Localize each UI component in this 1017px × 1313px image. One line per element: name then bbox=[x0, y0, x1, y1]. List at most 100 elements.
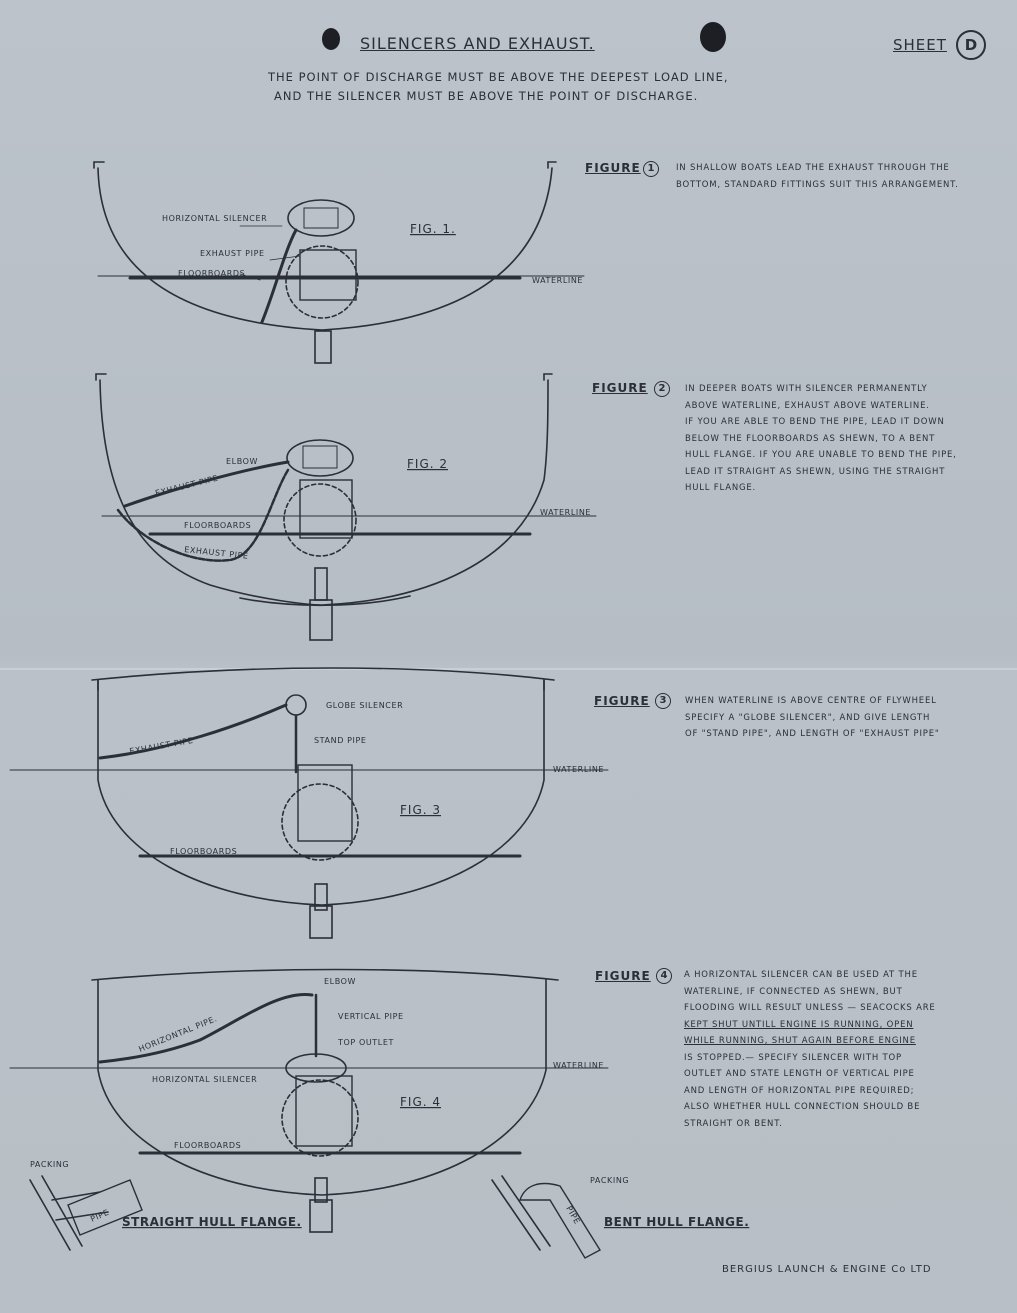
label-exhaust-pipe-1: EXHAUST PIPE bbox=[200, 249, 265, 258]
flywheel-1 bbox=[285, 245, 359, 319]
label-packing-straight: PACKING bbox=[30, 1160, 69, 1169]
figure-3-drawing bbox=[9, 667, 609, 939]
flywheel-4 bbox=[281, 1079, 359, 1157]
sheet-title: SILENCERS AND EXHAUST. bbox=[360, 34, 595, 53]
fig-1-label: FIG. 1. bbox=[410, 222, 456, 236]
deck-3 bbox=[91, 667, 555, 681]
punch-hole-left bbox=[322, 28, 340, 50]
figure-4-desc-line: FLOODING WILL RESULT UNLESS — SEACOCKS A… bbox=[684, 1003, 936, 1013]
figure-4-description: A HORIZONTAL SILENCER CAN BE USED AT THE… bbox=[684, 967, 936, 1132]
label-waterline-2: WATERLINE bbox=[540, 508, 591, 517]
keel-2 bbox=[239, 595, 411, 607]
label-floorboards-3: FLOORBOARDS bbox=[170, 847, 237, 856]
figure-2-desc-line: IF YOU ARE ABLE TO BEND THE PIPE, LEAD I… bbox=[685, 417, 945, 427]
shaft-4 bbox=[314, 1177, 328, 1203]
punch-hole-right bbox=[700, 22, 726, 52]
sheet-letter: D bbox=[956, 30, 986, 60]
figure-2-desc-line: ABOVE WATERLINE, EXHAUST ABOVE WATERLINE… bbox=[685, 400, 930, 411]
figure-4-heading: FIGURE bbox=[595, 969, 651, 983]
shaft-1 bbox=[314, 330, 332, 364]
flywheel-2 bbox=[283, 483, 357, 557]
figure-4-desc-line: IS STOPPED.— SPECIFY SILENCER WITH TOP bbox=[684, 1052, 902, 1063]
label-waterline-1: WATERLINE bbox=[532, 276, 583, 285]
figure-1-desc-line: IN SHALLOW BOATS LEAD THE EXHAUST THROUG… bbox=[676, 163, 950, 173]
figure-2-desc-line: LEAD IT STRAIGHT AS SHEWN, USING THE STR… bbox=[685, 466, 946, 477]
horizontal-pipe-4 bbox=[98, 992, 314, 1064]
exhaust-pipe-2-lower bbox=[116, 468, 290, 562]
figure-2-number: 2 bbox=[654, 381, 670, 397]
figure-1-number: 1 bbox=[643, 161, 659, 177]
fig-4-label: FIG. 4 bbox=[400, 1095, 441, 1109]
figure-1-heading: FIGURE bbox=[585, 161, 641, 175]
hull-1-outline bbox=[97, 167, 553, 331]
flywheel-3 bbox=[281, 783, 359, 861]
label-horizontal-silencer-1: HORIZONTAL SILENCER bbox=[162, 214, 267, 223]
label-pipe-straight: PIPE bbox=[89, 1208, 110, 1224]
straight-hull-flange-title: STRAIGHT HULL FLANGE. bbox=[122, 1215, 302, 1229]
figure-4-number: 4 bbox=[656, 968, 672, 984]
figure-2-heading: FIGURE bbox=[592, 381, 648, 395]
label-pipe-bent: PIPE bbox=[564, 1205, 582, 1226]
figure-4-desc-line: STRAIGHT OR BENT. bbox=[684, 1118, 783, 1129]
sheet-label: SHEET bbox=[893, 36, 947, 54]
figure-4-desc-line: WHILE RUNNING, SHUT AGAIN BEFORE ENGINE bbox=[684, 1036, 916, 1046]
silencer-1 bbox=[287, 199, 355, 237]
label-globe-silencer-3: GLOBE SILENCER bbox=[326, 701, 403, 710]
hull-4-outline bbox=[97, 979, 547, 1196]
figure-3-heading: FIGURE bbox=[594, 694, 650, 708]
globe-silencer-3 bbox=[285, 694, 307, 716]
deck-4 bbox=[91, 968, 559, 981]
straight-hull-flange-drawing bbox=[29, 1175, 143, 1251]
exhaust-pipe-1 bbox=[260, 228, 298, 324]
engine-2 bbox=[299, 479, 353, 539]
label-top-outlet-4: TOP OUTLET bbox=[337, 1038, 394, 1047]
figure-4-desc-line: ALSO WHETHER HULL CONNECTION SHOULD BE bbox=[684, 1102, 921, 1112]
figure-4-desc-line: KEPT SHUT UNTILL ENGINE IS RUNNING, OPEN bbox=[684, 1019, 914, 1030]
figure-4-desc-line: A HORIZONTAL SILENCER CAN BE USED AT THE bbox=[684, 970, 918, 980]
label-packing-bent: PACKING bbox=[590, 1176, 629, 1185]
label-exhaust-pipe-2: EXHAUST PIPE bbox=[154, 474, 219, 498]
figure-3-desc-line: SPECIFY A "GLOBE SILENCER", AND GIVE LEN… bbox=[685, 712, 931, 723]
label-elbow-4: ELBOW bbox=[324, 977, 356, 986]
figure-2-desc-line: BELOW THE FLOORBOARDS AS SHEWN, TO A BEN… bbox=[685, 433, 936, 444]
figure-2-desc-line: HULL FLANGE. IF YOU ARE UNABLE TO BEND T… bbox=[685, 450, 957, 460]
engine-1 bbox=[299, 249, 357, 301]
label-floorboards-4: FLOORBOARDS bbox=[174, 1141, 241, 1150]
bent-hull-flange-drawing bbox=[491, 1175, 601, 1259]
fig-2-label: FIG. 2 bbox=[407, 457, 448, 471]
figure-1-drawing bbox=[93, 161, 585, 364]
label-floorboards-1: FLOORBOARDS bbox=[178, 269, 245, 278]
shaft-3 bbox=[314, 883, 328, 911]
label-waterline-4: WATERLINE bbox=[553, 1061, 604, 1070]
figure-1-description: IN SHALLOW BOATS LEAD THE EXHAUST THROUG… bbox=[676, 160, 959, 193]
figure-2-description: IN DEEPER BOATS WITH SILENCER PERMANENTL… bbox=[685, 381, 957, 497]
figure-3-desc-line: OF "STAND PIPE", AND LENGTH OF "EXHAUST … bbox=[685, 729, 940, 739]
engine-3 bbox=[297, 764, 353, 842]
shaft-2 bbox=[314, 567, 328, 601]
label-vertical-pipe-4: VERTICAL PIPE bbox=[338, 1012, 404, 1021]
figure-3-description: WHEN WATERLINE IS ABOVE CENTRE OF FLYWHE… bbox=[685, 693, 940, 743]
engine-4 bbox=[295, 1075, 353, 1147]
figure-4-desc-line: OUTLET AND STATE LENGTH OF VERTICAL PIPE bbox=[684, 1069, 915, 1079]
maker-credit: BERGIUS LAUNCH & ENGINE Co LTD bbox=[722, 1264, 932, 1275]
paper-fold bbox=[0, 668, 1017, 670]
figure-4-desc-line: AND LENGTH OF HORIZONTAL PIPE REQUIRED; bbox=[684, 1085, 915, 1096]
figure-4-drawing bbox=[9, 968, 609, 1233]
bent-hull-flange-title: BENT HULL FLANGE. bbox=[604, 1215, 749, 1229]
figure-3-desc-line: WHEN WATERLINE IS ABOVE CENTRE OF FLYWHE… bbox=[685, 696, 937, 706]
subtitle-line-2: AND THE SILENCER MUST BE ABOVE THE POINT… bbox=[274, 89, 699, 103]
exhaust-pipe-3 bbox=[98, 703, 288, 760]
sheet-subtitle: THE POINT OF DISCHARGE MUST BE ABOVE THE… bbox=[268, 68, 788, 106]
label-exhaust-pipe-3: EXHAUST PIPE bbox=[129, 736, 194, 756]
label-waterline-3: WATERLINE bbox=[553, 765, 604, 774]
figure-3-number: 3 bbox=[655, 693, 671, 709]
figure-2-desc-line: HULL FLANGE. bbox=[685, 483, 757, 493]
fig-3-label: FIG. 3 bbox=[400, 803, 441, 817]
figure-2-desc-line: IN DEEPER BOATS WITH SILENCER PERMANENTL… bbox=[685, 384, 928, 394]
figure-2-drawing bbox=[95, 373, 597, 641]
subtitle-line-1: THE POINT OF DISCHARGE MUST BE ABOVE THE… bbox=[268, 70, 729, 84]
label-stand-pipe-3: STAND PIPE bbox=[314, 736, 367, 745]
label-elbow-2: ELBOW bbox=[226, 457, 258, 466]
